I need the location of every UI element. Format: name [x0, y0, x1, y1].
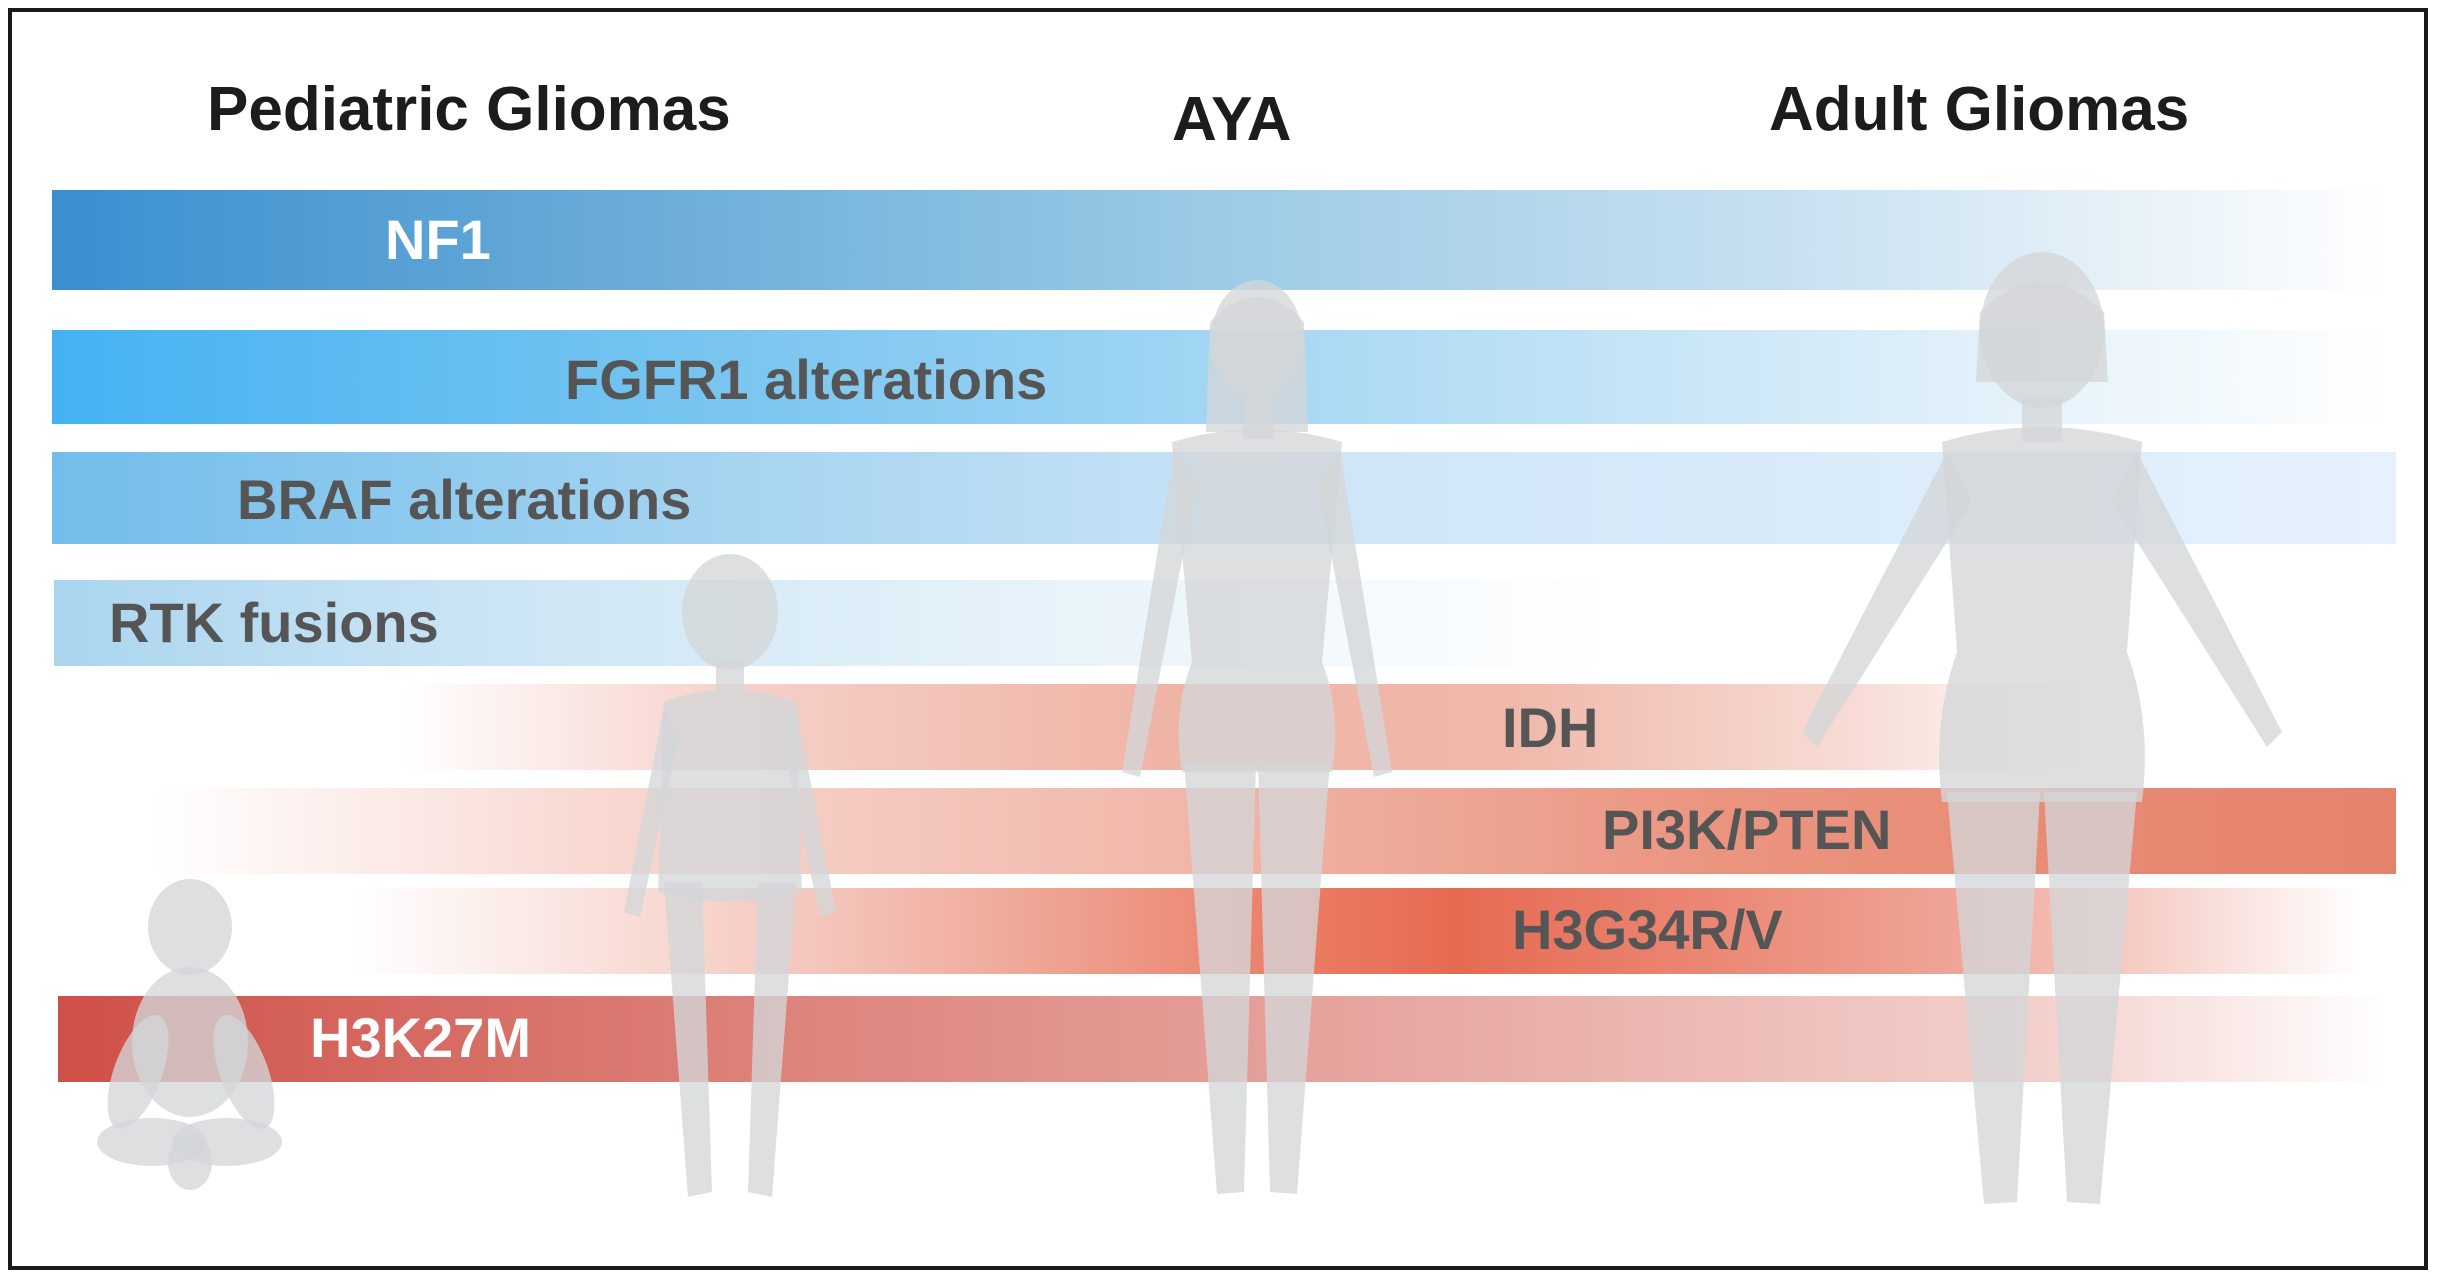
heading-pediatric-gliomas: Pediatric Gliomas	[207, 75, 731, 144]
heading-aya: AYA	[1172, 85, 1292, 154]
figure-frame: Pediatric Gliomas AYA Adult Gliomas NF1 …	[8, 8, 2428, 1270]
band-label-pi3k-pten: PI3K/PTEN	[1602, 798, 1892, 861]
band-fgfr1	[52, 330, 2392, 424]
band-label-h3g34: H3G34R/V	[1512, 898, 1783, 961]
band-label-fgfr1: FGFR1 alterations	[565, 348, 1048, 411]
band-label-nf1: NF1	[385, 208, 491, 271]
band-h3g34	[352, 888, 2362, 974]
band-label-idh: IDH	[1502, 696, 1599, 759]
band-pi3k-pten	[152, 788, 2396, 874]
band-label-h3k27m: H3K27M	[310, 1006, 531, 1069]
band-idh	[402, 684, 2102, 770]
heading-adult-gliomas: Adult Gliomas	[1769, 75, 2190, 144]
band-label-rtk: RTK fusions	[109, 591, 439, 654]
band-label-braf: BRAF alterations	[237, 468, 692, 531]
